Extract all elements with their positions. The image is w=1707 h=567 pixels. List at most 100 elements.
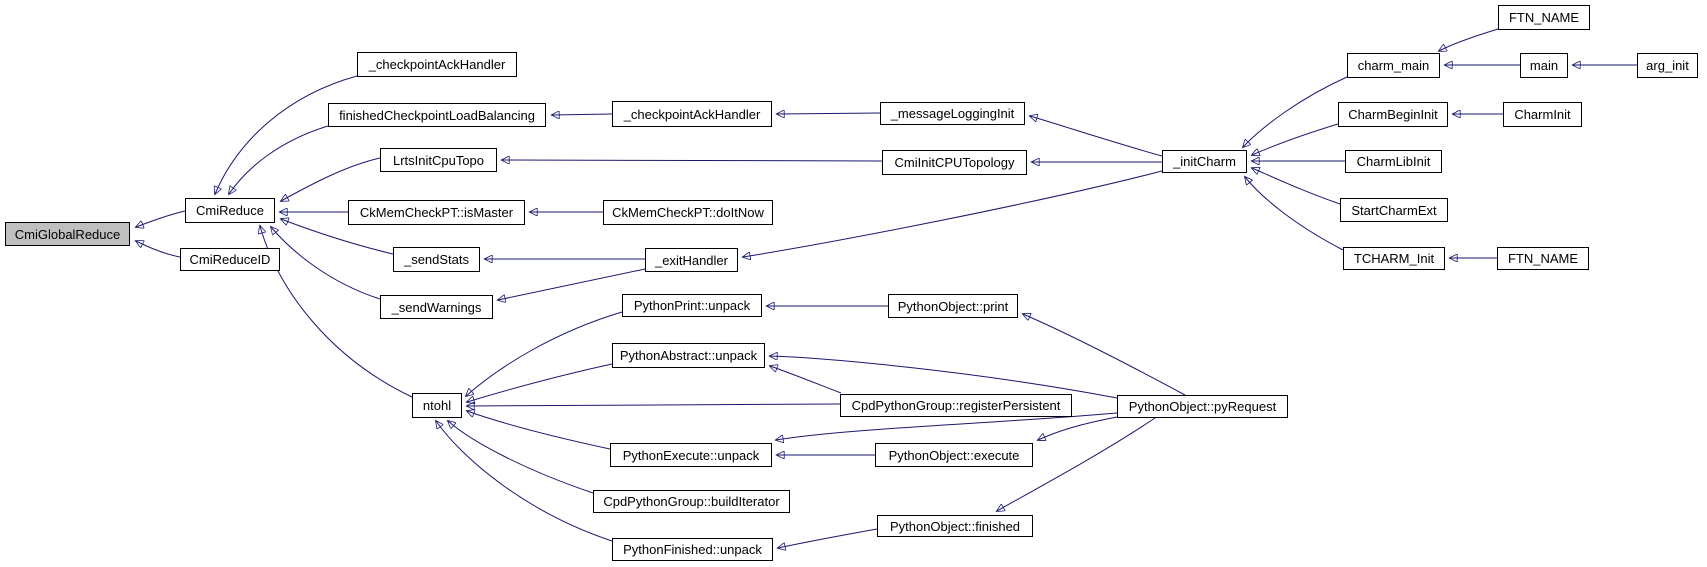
node-ntohl[interactable]: ntohl [412, 393, 462, 418]
edge-pyrequest-to-pythonobject-execute [1038, 416, 1118, 440]
edge-tcharminit-to-initcharm [1245, 177, 1344, 251]
edge-exithandler-to-sendwarnings [498, 268, 646, 300]
edge-finishedcheckpointloadbalancing-to-cmireduce [229, 125, 329, 194]
node-sendwarnings[interactable]: _sendWarnings [380, 295, 493, 319]
node-tcharm-init[interactable]: TCHARM_Init [1343, 247, 1445, 270]
edge-checkpointackhandler-a-to-cmireduce [215, 75, 358, 194]
node-charmlibinit[interactable]: CharmLibInit [1345, 150, 1442, 173]
edge-startcharmext-to-initcharm [1252, 168, 1341, 205]
node-checkpointackhandler-a[interactable]: _checkpointAckHandler [357, 52, 517, 77]
node-pythonabstract-unpack[interactable]: PythonAbstract::unpack [612, 343, 765, 368]
node-label: _messageLoggingInit [890, 106, 1015, 121]
node-cmiglobalreduce[interactable]: CmiGlobalReduce [5, 222, 130, 246]
node-exithandler[interactable]: _exitHandler [645, 248, 738, 272]
node-label: CpdPythonGroup::registerPersistent [851, 398, 1061, 413]
edge-registerpersistent-to-pythonabstract-unpack [770, 366, 842, 394]
node-sendstats[interactable]: _sendStats [393, 247, 480, 272]
node-pythonexecute-unpack[interactable]: PythonExecute::unpack [610, 443, 772, 467]
node-pythonprint-unpack[interactable]: PythonPrint::unpack [622, 294, 762, 317]
node-finishedcheckpointloadbalancing[interactable]: finishedCheckpointLoadBalancing [328, 103, 546, 127]
node-label: StartCharmExt [1351, 202, 1437, 218]
edge-pyrequest-to-pythonexecute-unpack [776, 412, 1118, 440]
node-label: FTN_NAME [1507, 251, 1579, 266]
node-label: _initCharm [1173, 154, 1236, 169]
node-label: arg_init [1646, 58, 1689, 73]
node-charmbegininit[interactable]: CharmBeginInit [1338, 102, 1448, 127]
edge-charmbegininit-to-initcharm [1252, 123, 1339, 155]
node-label: PythonObject::execute [888, 447, 1020, 463]
node-label: CmiReduce [196, 203, 264, 218]
node-pythonobject-execute[interactable]: PythonObject::execute [875, 443, 1033, 467]
node-label: _checkpointAckHandler [368, 57, 506, 72]
node-cpdpythongroup-builditerator[interactable]: CpdPythonGroup::buildIterator [593, 490, 790, 513]
node-label: PythonObject::print [897, 298, 1009, 314]
edge-ftnname-a-to-charmmain [1439, 28, 1499, 51]
node-ckmemcheckpt-doitnow[interactable]: CkMemCheckPT::doItNow [603, 200, 773, 225]
node-messagelogginginit[interactable]: _messageLoggingInit [880, 102, 1025, 125]
node-label: TCHARM_Init [1353, 251, 1435, 266]
edge-builditerator-to-ntohl [448, 421, 594, 494]
node-label: main [1529, 58, 1559, 73]
node-pythonfinished-unpack[interactable]: PythonFinished::unpack [612, 538, 773, 561]
node-label: CharmBeginInit [1348, 107, 1438, 122]
node-arg-init[interactable]: arg_init [1637, 53, 1698, 78]
node-label: PythonExecute::unpack [622, 447, 760, 463]
edge-cmiinitcputopology-to-lrtsinitcputopo [502, 160, 883, 161]
node-label: PythonObject::finished [889, 518, 1021, 534]
node-label: CharmInit [1514, 107, 1571, 122]
node-pythonobject-print[interactable]: PythonObject::print [888, 294, 1018, 318]
node-label: _sendStats [403, 252, 470, 267]
node-ftn-name-bottom[interactable]: FTN_NAME [1497, 247, 1589, 270]
edge-messagelogginginit-to-checkpointackhandler-b [777, 113, 881, 114]
node-cpdpythongroup-registerpersistent[interactable]: CpdPythonGroup::registerPersistent [840, 394, 1072, 417]
node-pythonobject-pyrequest[interactable]: PythonObject::pyRequest [1117, 395, 1288, 418]
edge-checkpointackhandler-b-to-finishedcheckpointloadbalancing [552, 114, 613, 115]
node-label: finishedCheckpointLoadBalancing [339, 107, 535, 123]
node-cmiinitcputopology[interactable]: CmiInitCPUTopology [882, 150, 1027, 175]
node-label: _checkpointAckHandler [623, 106, 761, 122]
edge-sendwarnings-to-cmireduce [271, 227, 381, 300]
node-label: CmiGlobalReduce [14, 226, 121, 242]
edge-sendstats-to-cmireduce [281, 219, 394, 255]
edge-pyrequest-to-pythonobject-print [1023, 314, 1186, 396]
node-label: PythonAbstract::unpack [619, 348, 758, 363]
node-charminit[interactable]: CharmInit [1503, 102, 1582, 127]
node-startcharmext[interactable]: StartCharmExt [1340, 198, 1448, 222]
node-label: CmiReduceID [189, 252, 271, 267]
node-label: _sendWarnings [391, 299, 482, 315]
node-label: ntohl [422, 398, 452, 413]
edge-charmmain-to-initcharm [1243, 76, 1348, 147]
node-lrtsinitcputopo[interactable]: LrtsInitCpuTopo [380, 148, 497, 172]
edge-pythonobject-finished-to-pythonfinished-unpack [778, 528, 878, 548]
edge-pythonexecute-unpack-to-ntohl [467, 411, 611, 450]
node-ckmemcheckpt-ismaster[interactable]: CkMemCheckPT::isMaster [348, 200, 525, 225]
edge-pyrequest-to-pythonabstract-unpack [770, 356, 1118, 399]
node-cmireduceid[interactable]: CmiReduceID [180, 248, 280, 271]
node-label: PythonPrint::unpack [633, 298, 751, 313]
node-checkpointackhandler-b[interactable]: _checkpointAckHandler [612, 101, 772, 127]
node-pythonobject-finished[interactable]: PythonObject::finished [877, 515, 1033, 537]
node-label: charm_main [1357, 58, 1430, 73]
node-label: _exitHandler [655, 252, 728, 268]
node-label: CpdPythonGroup::buildIterator [603, 494, 780, 509]
edge-initcharm-to-messagelogginginit [1030, 116, 1163, 157]
edge-initcharm-to-exithandler [743, 170, 1163, 257]
node-charm-main[interactable]: charm_main [1347, 53, 1440, 78]
edge-registerpersistent-to-ntohl [467, 404, 841, 406]
node-main[interactable]: main [1520, 53, 1568, 78]
node-label: CkMemCheckPT::isMaster [359, 205, 514, 220]
node-label: CharmLibInit [1356, 154, 1431, 169]
node-initcharm[interactable]: _initCharm [1162, 150, 1247, 173]
node-label: PythonFinished::unpack [623, 542, 762, 557]
node-label: PythonObject::pyRequest [1128, 399, 1277, 414]
edge-pythonfinished-unpack-to-ntohl [436, 421, 613, 542]
edge-cmireduceid-to-cmiglobalreduce [136, 241, 181, 258]
node-ftn-name-top[interactable]: FTN_NAME [1498, 5, 1590, 30]
node-cmireduce[interactable]: CmiReduce [185, 198, 275, 223]
edge-pythonprint-unpack-to-ntohl [466, 311, 623, 396]
node-label: CmiInitCPUTopology [894, 155, 1015, 170]
edge-pyrequest-to-pythonobject-finished [997, 417, 1156, 511]
edge-pythonabstract-unpack-to-ntohl [467, 363, 613, 402]
node-label: FTN_NAME [1508, 10, 1580, 25]
